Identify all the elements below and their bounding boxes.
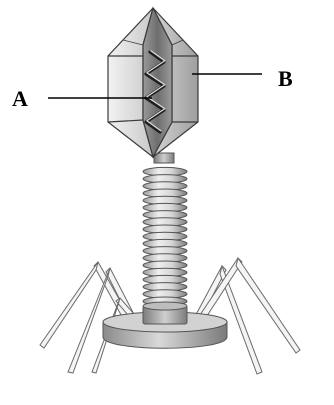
capsid-head (108, 8, 198, 157)
label-b: B (278, 66, 293, 91)
tail-sheath (143, 167, 187, 312)
tail-fiber-left-lower (40, 262, 98, 348)
label-a: A (12, 86, 28, 111)
